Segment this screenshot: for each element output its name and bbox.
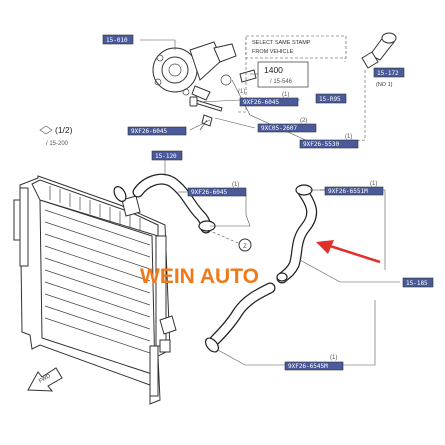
stamp-note-line1: SELECT SAME STAMP xyxy=(252,40,311,46)
part-number-clamp-right-top[interactable]: 9XF26-6551M xyxy=(324,186,384,196)
gasket xyxy=(220,69,257,86)
quantity-gasket: (1) xyxy=(238,89,245,95)
stamp-note: SELECT SAME STAMP FROM VEHICLE xyxy=(245,35,347,59)
bolt xyxy=(189,96,223,131)
part-number-top-small[interactable]: 9XF26-6045 xyxy=(239,97,299,107)
quantity-clamp-lower: (1) xyxy=(330,355,337,361)
part-number-clamp-lower[interactable]: 9XF26-6545M xyxy=(284,361,344,371)
hose-clamps xyxy=(113,184,313,353)
highlight-arrow xyxy=(316,240,381,264)
reference-1400-page: / 15-546 xyxy=(270,79,293,85)
section-ref-15-r95[interactable]: 15-R95 xyxy=(315,93,347,104)
left-reference-page: / 15-200 xyxy=(46,141,69,147)
section-ref-15-r95-label: 15-R95 xyxy=(319,96,341,103)
section-ref-15-185-label: 15-185 xyxy=(406,280,428,287)
part-number-clamp-upper-center-label: 9XF26-6045 xyxy=(191,189,228,196)
watermark: WEIN AUTO xyxy=(140,265,259,288)
section-ref-15-120[interactable]: 15-120 xyxy=(151,150,183,161)
radiator xyxy=(13,175,177,405)
left-reference-label: (1/2) xyxy=(55,125,73,135)
quantity-pipe-right: (1) xyxy=(345,134,352,140)
part-number-top-small-label: 9XF26-6045 xyxy=(243,99,280,106)
no1-note: (NO 1) xyxy=(376,82,393,88)
callout-z: Z xyxy=(207,229,252,252)
section-ref-15-185[interactable]: 15-185 xyxy=(402,277,434,288)
fwd-label: FWD xyxy=(38,373,52,384)
leader-lines xyxy=(140,39,400,366)
part-number-clamp-upper-left[interactable]: 9XF26-6045 xyxy=(127,126,187,136)
reference-1400[interactable]: 1400 / 15-546 xyxy=(257,61,309,88)
section-ref-15-172-label: 15-172 xyxy=(377,70,399,77)
section-ref-15-010[interactable]: 15-010 xyxy=(102,34,134,45)
part-number-clamp-upper-left-label: 9XF26-6045 xyxy=(131,128,168,135)
section-ref-15-010-label: 15-010 xyxy=(106,37,128,44)
part-number-clamp-upper-center[interactable]: 9XF26-6045 xyxy=(187,187,247,197)
part-number-clamp-lower-label: 9XF26-6545M xyxy=(288,363,328,370)
quantity-clamp-upper-center: (1) xyxy=(232,182,239,188)
lower-radiator-hose xyxy=(209,282,276,346)
callout-z-label: Z xyxy=(243,244,247,250)
filler-neck xyxy=(361,32,397,69)
quantity-clamp-right-top: (1) xyxy=(370,181,377,187)
section-ref-15-172[interactable]: 15-172 xyxy=(373,67,405,78)
part-number-clamp-right-top-label: 9XF26-6551M xyxy=(328,188,368,195)
part-number-pipe-right[interactable]: 9XF26-5530 xyxy=(299,139,359,149)
left-reference[interactable]: (1/2) / 15-200 xyxy=(39,125,73,147)
part-number-bolt-long-label: 9XC05-2607 xyxy=(261,125,298,132)
reference-1400-label: 1400 xyxy=(264,65,283,75)
stamp-note-line2: FROM VEHICLE xyxy=(252,49,294,55)
bypass-hose xyxy=(276,186,318,284)
quantity-top-small: (1) xyxy=(282,92,289,98)
fwd-indicator: FWD xyxy=(27,367,63,392)
part-number-bolt[interactable]: 9XC05-2607 xyxy=(257,123,317,133)
quantity-bolt: (2) xyxy=(300,118,307,124)
section-ref-15-120-label: 15-120 xyxy=(155,153,177,160)
part-number-pipe-right-label: 9XF26-5530 xyxy=(303,141,340,148)
water-pump xyxy=(152,41,237,101)
